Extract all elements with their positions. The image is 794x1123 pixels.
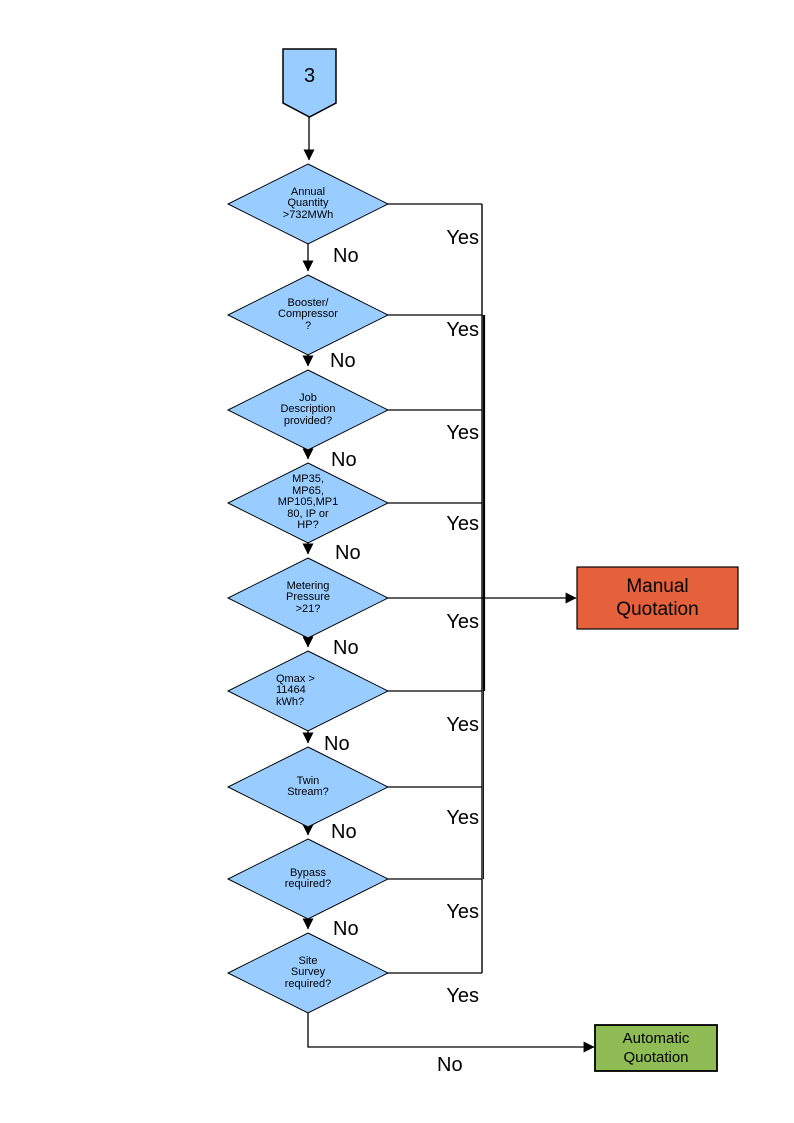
decision-diamonds [226, 163, 390, 1014]
decision-site-survey [226, 932, 390, 1014]
no-flow-arrows [302, 117, 315, 930]
manual-quotation-label: Manual Quotation [616, 576, 699, 620]
decision-label-metering-pressure: Metering Pressure >21? [285, 579, 331, 615]
no-label-d7: No [331, 821, 357, 843]
decision-label-qmax: Qmax > 11464 kWh? [276, 672, 315, 708]
yes-label-d8: Yes [446, 901, 479, 923]
no-label-d5: No [333, 637, 359, 659]
automatic-quotation-box [594, 1024, 718, 1072]
decision-bypass [226, 838, 390, 920]
decision-label-bypass: Bypass required? [284, 866, 332, 890]
no-label-d1: No [333, 245, 359, 267]
yes-label-d6: Yes [446, 714, 479, 736]
yes-label-d9: Yes [446, 985, 479, 1007]
yes-branch-lines [388, 203, 577, 974]
yes-label-d4: Yes [446, 513, 479, 535]
yes-label-d2: Yes [446, 319, 479, 341]
decision-twin-stream [226, 746, 390, 828]
yes-label-d7: Yes [446, 807, 479, 829]
no-label-d9: No [437, 1054, 463, 1076]
decision-label-booster-compressor: Booster/ Compressor ? [278, 296, 338, 332]
decision-label-job-description: Job Description provided? [280, 391, 336, 427]
decision-metering-pressure [226, 557, 390, 639]
no-label-d6: No [324, 733, 350, 755]
no-label-d2: No [330, 350, 356, 372]
no-label-d8: No [333, 918, 359, 940]
decision-label-annual-quantity: Annual Quantity >732MWh [282, 185, 334, 221]
automatic-quotation-label: Automatic Quotation [622, 1030, 690, 1066]
decision-label-pressure-tier: MP35, MP65, MP105,MP1 80, IP or HP? [277, 473, 339, 532]
no-label-d3: No [331, 449, 357, 471]
manual-quotation-box [576, 566, 739, 630]
yes-label-d1: Yes [446, 227, 479, 249]
decision-annual-quantity [226, 163, 390, 245]
decision-booster-compressor [226, 274, 390, 356]
off-page-connector-shape [282, 48, 337, 118]
decision-label-site-survey: Site Survey required? [284, 954, 332, 990]
decision-label-twin-stream: Twin Stream? [287, 774, 329, 798]
yes-label-d5: Yes [446, 611, 479, 633]
no-line-d9-to-automatic [307, 1013, 595, 1053]
off-page-connector-label: 3 [303, 64, 316, 87]
decision-job-description [226, 369, 390, 451]
no-label-d4: No [335, 542, 361, 564]
yes-label-d3: Yes [446, 422, 479, 444]
decision-qmax [226, 650, 390, 732]
decision-pressure-tier [226, 462, 390, 544]
